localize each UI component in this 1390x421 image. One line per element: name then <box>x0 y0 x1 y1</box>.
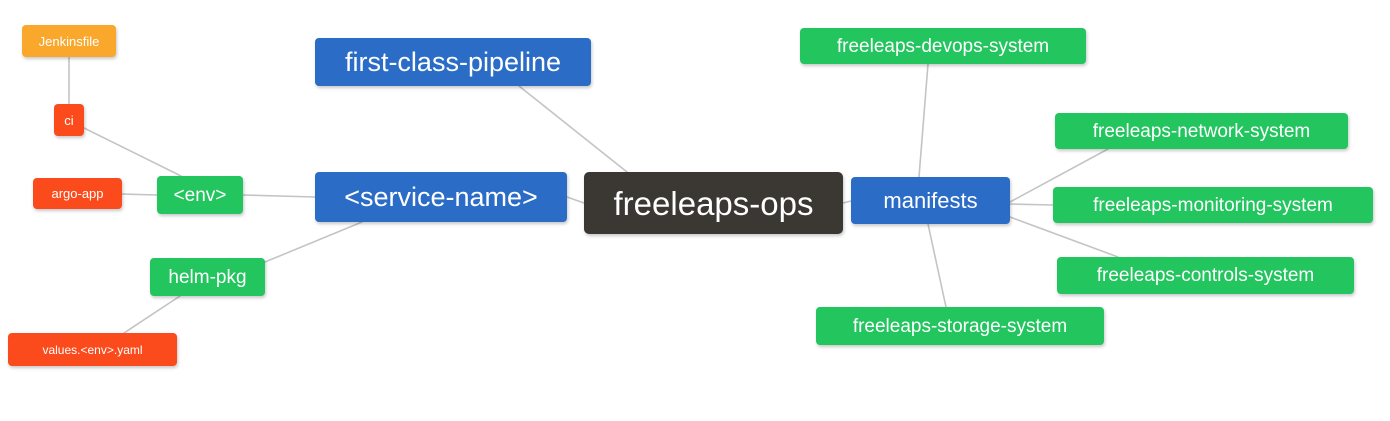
edge-service-name-to-helm-pkg <box>264 221 363 263</box>
node-first-class-pipeline[interactable]: first-class-pipeline <box>315 38 591 86</box>
node-label-freeleaps-ops: freeleaps-ops <box>613 184 814 222</box>
node-label-freeleaps-devops-system: freeleaps-devops-system <box>836 35 1050 57</box>
node-jenkinsfile[interactable]: Jenkinsfile <box>22 25 116 57</box>
edge-freeleaps-ops-to-service-name <box>566 196 585 204</box>
edge-service-name-to-env <box>242 194 316 198</box>
edge-manifests-to-freeleaps-controls-system <box>1009 216 1119 258</box>
node-freeleaps-network-system[interactable]: freeleaps-network-system <box>1055 113 1348 149</box>
node-label-freeleaps-monitoring-system: freeleaps-monitoring-system <box>1093 194 1333 216</box>
node-helm-pkg[interactable]: helm-pkg <box>150 258 265 296</box>
node-values-env-yaml[interactable]: values.<env>.yaml <box>8 333 177 366</box>
node-label-ci: ci <box>64 112 74 128</box>
edge-manifests-to-freeleaps-devops-system <box>918 63 929 178</box>
node-service-name[interactable]: <service-name> <box>315 172 567 222</box>
node-freeleaps-devops-system[interactable]: freeleaps-devops-system <box>800 28 1086 64</box>
node-label-jenkinsfile: Jenkinsfile <box>38 33 100 49</box>
edge-manifests-to-freeleaps-monitoring-system <box>1009 203 1054 206</box>
node-ci[interactable]: ci <box>54 104 84 136</box>
node-label-manifests: manifests <box>883 187 978 213</box>
node-freeleaps-ops[interactable]: freeleaps-ops <box>584 172 843 234</box>
node-argo-app[interactable]: argo-app <box>33 178 122 209</box>
edge-env-to-ci <box>83 127 182 177</box>
node-label-helm-pkg: helm-pkg <box>168 266 247 288</box>
node-label-first-class-pipeline: first-class-pipeline <box>344 46 562 77</box>
edge-helm-pkg-to-values-env-yaml <box>123 295 181 334</box>
node-label-freeleaps-network-system: freeleaps-network-system <box>1092 120 1311 142</box>
node-manifests[interactable]: manifests <box>851 177 1010 224</box>
node-label-service-name: <service-name> <box>344 181 538 212</box>
edge-freeleaps-ops-to-manifests <box>842 200 852 204</box>
node-freeleaps-controls-system[interactable]: freeleaps-controls-system <box>1057 257 1354 294</box>
edge-manifests-to-freeleaps-storage-system <box>927 223 947 308</box>
node-label-env: <env> <box>173 184 227 206</box>
node-freeleaps-storage-system[interactable]: freeleaps-storage-system <box>816 307 1104 345</box>
node-label-freeleaps-controls-system: freeleaps-controls-system <box>1096 265 1315 286</box>
edge-freeleaps-ops-to-first-class-pipeline <box>518 85 633 177</box>
node-freeleaps-monitoring-system[interactable]: freeleaps-monitoring-system <box>1053 187 1373 223</box>
node-label-freeleaps-storage-system: freeleaps-storage-system <box>852 315 1068 337</box>
node-label-argo-app: argo-app <box>51 186 104 201</box>
edge-env-to-argo-app <box>121 193 158 196</box>
node-label-values-env-yaml: values.<env>.yaml <box>42 342 143 357</box>
node-env[interactable]: <env> <box>157 176 243 214</box>
